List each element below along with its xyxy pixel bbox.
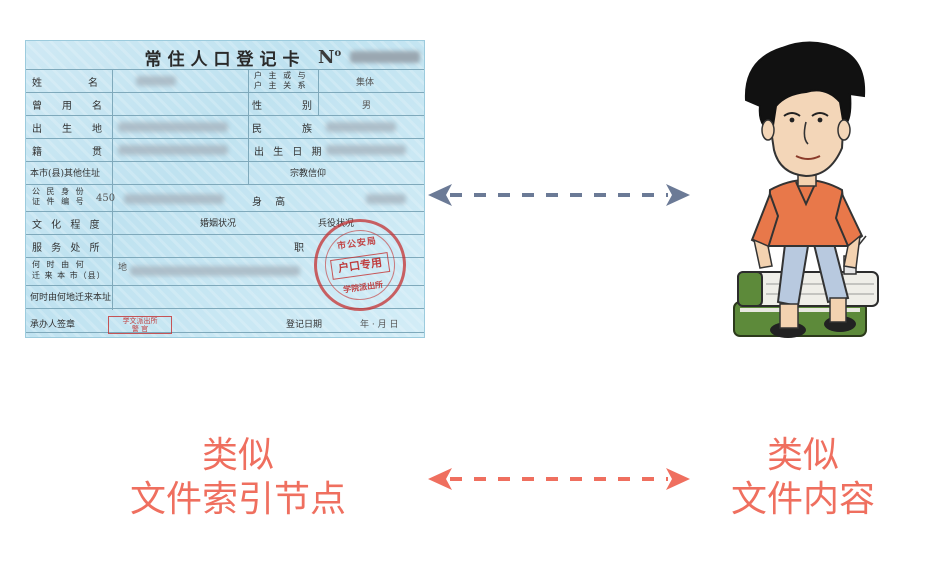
card-row-moved-in-address: 何时由何地迁来本址 [26, 285, 424, 309]
legs [770, 234, 856, 338]
card-row-name: 姓 名 户 主 或 与 户 主 关 系 集体 [26, 69, 424, 93]
left-arrowhead-icon [428, 184, 452, 206]
right-caption: 类似 文件内容 [688, 434, 918, 522]
card-row-former-name: 曾 用 名 性 别 男 [26, 92, 424, 116]
left-arm [752, 238, 773, 269]
card-row-registrar: 承办人签章 登记日期 年 · 月 日 [26, 308, 424, 333]
left-arrowhead-icon [428, 468, 452, 490]
card-row-id-number: 公 民 身 份 证 件 编 号 450 身 高 [26, 184, 424, 212]
card-row-workplace: 服 务 处 所 职 [26, 234, 424, 258]
caricature-head [744, 41, 866, 178]
top-double-arrow [428, 184, 690, 206]
household-registration-card: 常住人口登记卡 No 姓 名 户 主 或 与 户 主 关 系 集体 曾 用 名 … [25, 40, 425, 338]
card-title: 常住人口登记卡 [144, 50, 306, 70]
card-number-label: No [318, 47, 342, 68]
card-number-redacted [350, 51, 420, 63]
right-arrowhead-icon [666, 184, 690, 206]
card-row-moved-in-city: 何 时 由 何 迁 来 本 市（县） 地 [26, 257, 424, 286]
card-row-native-place: 籍 贯 出 生 日 期 [26, 138, 424, 162]
bottom-double-arrow [428, 468, 690, 490]
card-form-grid: 姓 名 户 主 或 与 户 主 关 系 集体 曾 用 名 性 别 男 出 生 地… [26, 69, 424, 333]
grid-divider [112, 69, 113, 310]
book-stack [733, 271, 879, 337]
card-row-education: 文 化 程 度 婚姻状况 兵役状况 [26, 211, 424, 235]
right-arm [843, 234, 861, 269]
left-caption: 类似 文件索引节点 [88, 434, 388, 522]
registrar-seal-stamp: 学文派出所 警 官 [108, 316, 172, 334]
card-row-birthplace: 出 生 地 民 族 [26, 115, 424, 139]
left-caption-line1: 类似 [201, 435, 274, 476]
orange-shirt [750, 179, 864, 250]
right-caption-line2: 文件内容 [730, 479, 875, 520]
grid-divider [248, 69, 249, 184]
card-row-other-address: 本市(县)其他住址 宗教信仰 [26, 161, 424, 185]
right-arrowhead-icon [666, 468, 690, 490]
cartoon-person-on-books [733, 41, 879, 338]
right-caption-line1: 类似 [766, 435, 839, 476]
left-caption-line2: 文件索引节点 [129, 479, 346, 520]
